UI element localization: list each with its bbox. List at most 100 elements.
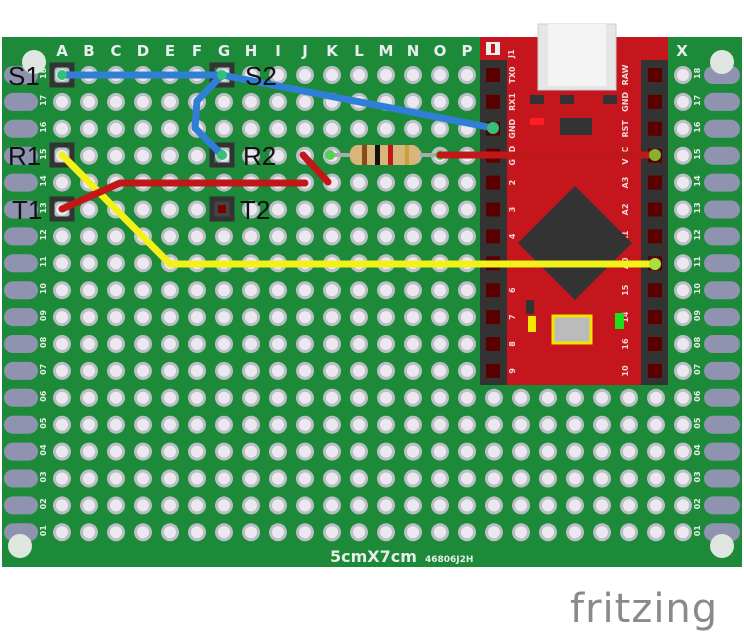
- right-header: [641, 60, 668, 385]
- board-size-label: 5cmX7cm: [330, 547, 417, 566]
- mcu-pin[interactable]: [486, 363, 500, 378]
- column-letter: N: [407, 42, 420, 60]
- mcu-pin[interactable]: [486, 337, 500, 351]
- reset-button[interactable]: [551, 314, 593, 345]
- mcu-pin-label: 2: [508, 180, 517, 186]
- row-number: 01: [39, 525, 48, 537]
- led-green: [615, 313, 624, 329]
- mcu-pin-label: TX0: [508, 66, 517, 84]
- column-letter: O: [434, 42, 447, 60]
- column-letter: C: [110, 42, 121, 60]
- row-number: 13: [39, 202, 48, 213]
- side-pad: [704, 415, 740, 434]
- mcu-pin[interactable]: [486, 68, 500, 82]
- column-letter: G: [218, 42, 230, 60]
- row-number: 02: [693, 498, 702, 509]
- mcu-pin[interactable]: [486, 310, 500, 325]
- row-number: 17: [39, 95, 48, 106]
- column-letter: P: [462, 42, 473, 60]
- mcu-pin[interactable]: [648, 310, 662, 325]
- column-letter: A: [56, 42, 68, 60]
- row-number: 03: [39, 471, 48, 482]
- mcu-pin[interactable]: [486, 94, 500, 109]
- mcu-pin[interactable]: [486, 229, 500, 244]
- column-letter: K: [326, 42, 339, 60]
- side-pad: [4, 281, 38, 300]
- side-pad: [704, 146, 740, 165]
- side-pad: [4, 254, 38, 273]
- column-letter: D: [137, 42, 149, 60]
- mcu-pin-label: GND: [621, 92, 630, 112]
- side-pad: [4, 361, 38, 380]
- row-number: 14: [39, 175, 48, 187]
- mcu-pin-label: A3: [621, 177, 630, 189]
- row-number: 16: [693, 121, 702, 133]
- mcu-pin[interactable]: [486, 202, 500, 217]
- resistor[interactable]: [325, 145, 445, 165]
- row-number: 15: [693, 148, 702, 160]
- row-number: 07: [693, 364, 702, 375]
- wire-red-t1[interactable]: [58, 179, 309, 213]
- wire-red-r2[interactable]: [299, 151, 332, 186]
- side-pad: [704, 227, 740, 246]
- mcu-pin-label: 15: [621, 284, 630, 296]
- mcu-pin[interactable]: [648, 363, 662, 378]
- mcu-pin[interactable]: [648, 68, 662, 82]
- mcu-pin[interactable]: [648, 283, 662, 298]
- pro-micro-board[interactable]: J1 TX0RX1GNDGND23456789RAWGNDRSTVCCA3A2A…: [480, 23, 668, 385]
- side-pad: [704, 173, 740, 192]
- mcu-pin-label: 4: [508, 233, 517, 239]
- component-pads: [49, 62, 235, 222]
- side-pad: [4, 388, 38, 407]
- row-number: 18: [693, 67, 702, 79]
- mcu-pin-label: 6: [508, 287, 517, 293]
- side-pad: [4, 496, 38, 515]
- side-pad: [4, 415, 38, 434]
- row-number: 07: [39, 364, 48, 375]
- mcu-pin[interactable]: [486, 283, 500, 298]
- mcu-pin[interactable]: [648, 229, 662, 244]
- row-number: 09: [693, 310, 702, 322]
- mcu-pin-label: A2: [621, 204, 630, 216]
- mcu-pin-label: 9: [508, 368, 517, 374]
- label-s1: S1: [8, 61, 40, 91]
- row-number: 08: [39, 336, 48, 348]
- side-pad: [704, 200, 740, 219]
- row-number: 10: [693, 283, 702, 295]
- mcu-pin-label: RST: [621, 120, 630, 138]
- row-number: 04: [39, 444, 48, 456]
- label-r2: R2: [243, 141, 276, 171]
- row-number: 05: [693, 417, 702, 429]
- wire-blue-s2-r2[interactable]: [191, 71, 226, 159]
- mcu-pin[interactable]: [648, 121, 662, 136]
- row-number: 06: [693, 390, 702, 402]
- mcu-pin[interactable]: [486, 175, 500, 190]
- column-letter: E: [165, 42, 175, 60]
- side-pad: [704, 469, 740, 488]
- side-pad: [704, 119, 740, 138]
- mcu-pin-label: A1: [621, 230, 630, 242]
- side-pads: [4, 66, 740, 542]
- row-number: 04: [693, 444, 702, 456]
- side-pad: [4, 92, 38, 111]
- mcu-pin[interactable]: [648, 202, 662, 217]
- side-pad: [4, 335, 38, 353]
- side-pad: [4, 173, 38, 192]
- side-pad: [4, 146, 38, 165]
- row-number: 09: [39, 310, 48, 322]
- label-s2: S2: [245, 61, 277, 91]
- mcu-pin[interactable]: [648, 94, 662, 109]
- label-t2: T2: [240, 195, 270, 225]
- column-letter: X: [676, 42, 688, 60]
- row-number: 15: [39, 148, 48, 160]
- row-number: 03: [693, 471, 702, 482]
- row-number: 16: [39, 121, 48, 133]
- led-yellow: [528, 316, 536, 332]
- row-number: 01: [693, 525, 702, 537]
- mcu-pin[interactable]: [648, 175, 662, 190]
- side-pad: [704, 335, 740, 353]
- mcu-pin[interactable]: [648, 337, 662, 351]
- fritzing-logo: fritzing: [570, 586, 718, 632]
- row-number: 13: [693, 202, 702, 213]
